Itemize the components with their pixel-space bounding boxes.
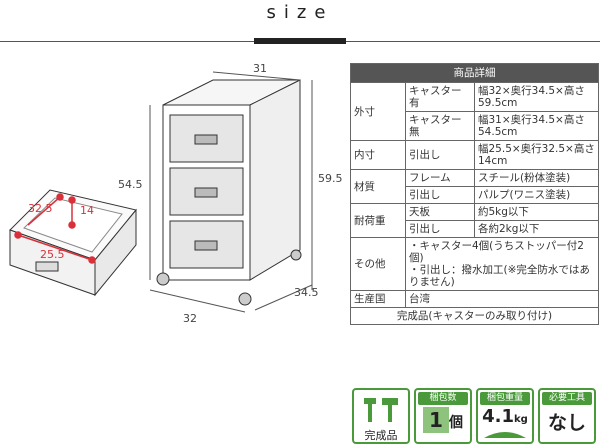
- tools-icon: [364, 398, 398, 422]
- spec-outer-casters-label: キャスター有: [405, 82, 475, 112]
- spec-inner-label: 内寸: [350, 140, 406, 170]
- spec-load-drawer-value: 各約2kg以下: [474, 220, 599, 238]
- spec-note: 完成品(キャスターのみ取り付け): [350, 307, 599, 325]
- dim-height: 54.5: [118, 178, 143, 191]
- dim-height-casters: 59.5: [318, 172, 343, 185]
- badge-weight-label: 梱包重量: [480, 392, 530, 405]
- page-title: size: [266, 2, 334, 23]
- spec-inner-value: 幅25.5×奥行32.5×高さ14cm: [474, 140, 599, 170]
- spec-other-label: その他: [350, 237, 406, 291]
- spec-load-drawer-label: 引出し: [405, 220, 475, 238]
- spec-other-line2: ・引出し：撥水加工(※完全防水ではありません): [409, 264, 590, 288]
- dim-drawer-width: 25.5: [40, 248, 65, 261]
- spec-drawer-material-value: パルプ(ワニス塗装): [474, 186, 599, 204]
- spec-outer-casters-value: 幅32×奥行34.5×高さ59.5cm: [474, 82, 599, 112]
- title-underline-bar: [254, 38, 346, 44]
- spec-load-label: 耐荷重: [350, 203, 406, 238]
- badge-weight-unit: kg: [514, 414, 528, 425]
- spec-origin-value: 台湾: [405, 290, 599, 308]
- spec-other-value: ・キャスター4個(うちストッパー付2個) ・引出し：撥水加工(※完全防水ではあり…: [405, 237, 599, 291]
- spec-load-top-value: 約5kg以下: [474, 203, 599, 221]
- product-drawing: 31 54.5 59.5 34.5 32 32.5 14 25.5: [9, 62, 343, 325]
- cabinet-illustration: [156, 79, 302, 306]
- spec-frame-label: フレーム: [405, 169, 475, 187]
- spec-load-top-label: 天板: [405, 203, 475, 221]
- spec-frame-value: スチール(粉体塗装): [474, 169, 599, 187]
- dim-drawer-height: 14: [80, 204, 94, 217]
- spec-inner-sub: 引出し: [405, 140, 475, 170]
- badge-weight: 梱包重量 4.1kg: [476, 388, 534, 444]
- spec-material-label: 材質: [350, 169, 406, 204]
- dim-width: 31: [253, 62, 267, 75]
- dim-drawer-depth: 32.5: [28, 202, 53, 215]
- spec-other-line1: ・キャスター4個(うちストッパー付2個): [409, 240, 584, 264]
- spec-table: 商品詳細 外寸 キャスター有 幅32×奥行34.5×高さ59.5cm キャスター…: [350, 63, 599, 325]
- badge-weight-value: 4.1: [482, 406, 515, 427]
- package-box-icon: 1: [423, 407, 449, 433]
- spec-outer-label: 外寸: [350, 82, 406, 141]
- badge-packages-unit: 個: [448, 415, 463, 431]
- badge-weight-value-wrap: 4.1kg: [478, 406, 532, 427]
- spec-drawer-material-label: 引出し: [405, 186, 475, 204]
- dim-front-width: 32: [183, 312, 197, 325]
- badge-packages-label: 梱包数: [418, 392, 468, 405]
- badge-tools-value: なし: [547, 412, 586, 434]
- spec-outer-nocasters-label: キャスター無: [405, 111, 475, 141]
- badge-tools: 必要工具 なし: [538, 388, 596, 444]
- spec-outer-nocasters-value: 幅31×奥行34.5×高さ54.5cm: [474, 111, 599, 141]
- spec-heading: 商品詳細: [350, 63, 599, 83]
- badge-assembled: 完成品: [352, 388, 410, 444]
- spec-origin-label: 生産国: [350, 290, 406, 308]
- scale-icon: [484, 432, 526, 438]
- dim-depth: 34.5: [294, 286, 319, 299]
- badge-assembled-text: 完成品: [364, 429, 398, 442]
- badge-tools-label: 必要工具: [542, 392, 592, 405]
